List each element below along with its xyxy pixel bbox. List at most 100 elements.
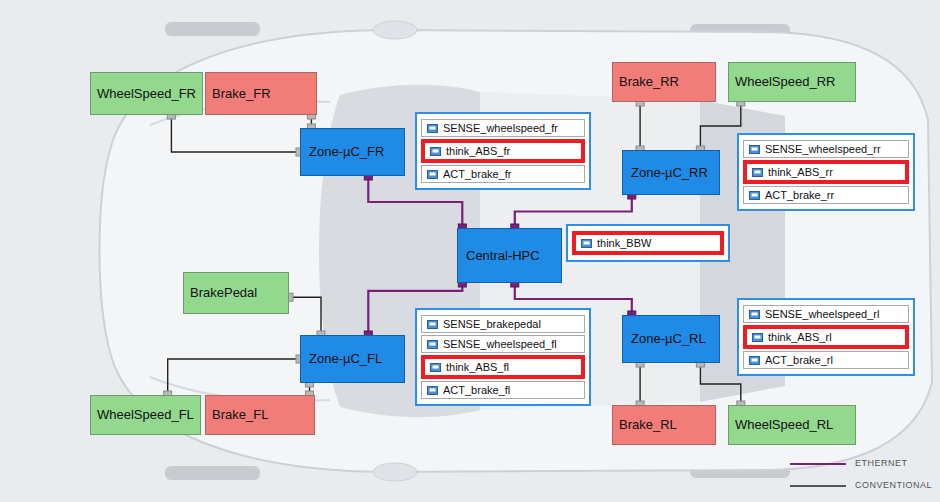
controller-box: Zone-µC_FL [300,335,405,383]
controller-box: Zone-µC_FR [300,128,405,176]
node-label: SENSE_wheelspeed_rl [765,307,879,321]
component-row: SENSE_wheelspeed_rr [743,140,909,158]
icon-shape [433,149,439,152]
icon-shape [750,191,760,199]
wheel [165,466,260,480]
highlighted-component: think_ABS_fl [421,355,585,379]
icon-shape [431,147,441,155]
icon-shape [752,312,758,315]
node-label: Zone-µC_FR [309,144,384,160]
component-panel: SENSE_wheelspeed_rl think_ABS_rlACT_brake… [737,298,915,376]
icon-shape [430,388,436,391]
icon-shape [752,358,758,361]
icon-shape [428,170,438,178]
component-icon [430,363,441,372]
icon-shape [430,342,436,345]
icon-shape [582,239,592,247]
highlighted-component: think_ABS_fr [421,139,585,163]
icon-shape [428,340,438,348]
component-row: ACT_brake_rr [743,186,909,204]
node-label: think_ABS_rl [768,330,832,344]
node-label: Brake_RR [619,74,679,90]
controller-box: Zone-µC_RL [622,315,720,363]
icon-shape [755,335,761,338]
highlighted-component: think_ABS_rr [743,160,909,184]
component-panel: SENSE_brakepedalSENSE_wheelspeed_flthink… [415,308,591,406]
controller-box: Zone-µC_RR [622,150,720,195]
node-label: Brake_FR [212,86,271,102]
sensor-box: WheelSpeed_FL [90,395,201,435]
car-body [100,30,933,472]
node-label: Zone-µC_RL [631,331,706,347]
legend-label: ETHERNET [855,458,908,469]
node-label: think_BBW [597,236,651,250]
conventional-wire [700,102,740,150]
component-row: ACT_brake_fr [421,165,585,183]
node-label: SENSE_wheelspeed_fl [443,337,557,351]
node-label: think_ABS_rr [768,165,833,179]
node-label: ACT_brake_fr [443,167,511,181]
icon-shape [428,386,438,394]
legend-line-sample [790,485,846,486]
component-icon [427,124,438,133]
icon-shape [752,193,758,196]
node-label: think_ABS_fr [446,144,510,158]
node-label: WheelSpeed_FR [97,86,196,102]
component-icon [427,170,438,179]
icon-shape [431,363,441,371]
icon-shape [752,147,758,150]
conventional-wire [168,359,300,395]
actuator-box: Brake_FR [205,72,317,115]
icon-shape [430,322,436,325]
node-label: WheelSpeed_RR [735,74,835,90]
component-icon [427,340,438,349]
legend-label: CONVENTIONAL [855,480,932,491]
icon-shape [428,124,438,132]
sensor-box: WheelSpeed_RL [728,405,856,445]
sensor-box: WheelSpeed_FR [90,72,203,115]
node-label: ACT_brake_rl [765,353,833,367]
icon-shape [750,356,760,364]
actuator-box: Brake_RR [612,62,716,102]
component-icon [427,386,438,395]
node-label: Zone-µC_RR [631,165,708,181]
icon-shape [430,126,436,129]
icon-shape [753,168,763,176]
node-label: SENSE_wheelspeed_rr [765,142,881,156]
conventional-wire [700,363,740,405]
controller-box: Central-HPC [457,228,562,283]
icon-shape [750,310,760,318]
node-label: Central-HPC [466,248,540,264]
conventional-wire [171,115,300,152]
component-row: ACT_brake_rl [743,351,909,369]
component-icon [427,320,438,329]
node-label: ACT_brake_rr [765,188,834,202]
component-icon [752,168,763,177]
sensor-box: BrakePedal [183,272,289,314]
component-row: SENSE_wheelspeed_fl [421,335,585,353]
actuator-box: Brake_RL [612,405,716,445]
wheel [165,22,260,36]
highlighted-component: think_BBW [572,231,724,255]
sensor-box: WheelSpeed_RR [728,62,856,102]
component-icon [581,239,592,248]
icon-shape [428,320,438,328]
icon-shape [430,172,436,175]
conventional-wire [639,102,640,150]
icon-shape [750,145,760,153]
legend-line-sample [790,463,846,465]
actuator-box: Brake_FL [205,395,315,435]
icon-shape [433,365,439,368]
node-label: SENSE_brakepedal [443,317,541,331]
component-row: ACT_brake_fl [421,381,585,399]
component-panel: SENSE_wheelspeed_rr think_ABS_rrACT_brake… [737,133,915,211]
mirror [373,463,417,481]
component-panel: SENSE_wheelspeed_fr think_ABS_frACT_brake… [415,112,591,190]
node-label: ACT_brake_fl [443,383,510,397]
node-label: think_ABS_fl [446,360,509,374]
component-icon [749,145,760,154]
component-row: SENSE_wheelspeed_fr [421,119,585,137]
node-label: WheelSpeed_RL [735,417,833,433]
